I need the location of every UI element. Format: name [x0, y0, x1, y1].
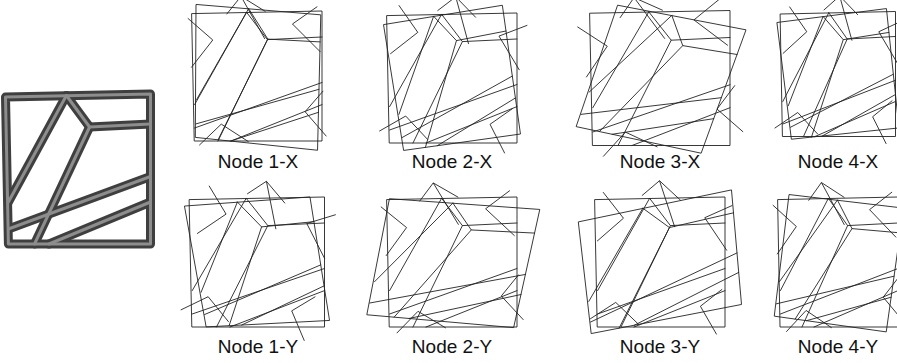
- figure-label: Node 1-X: [218, 151, 298, 173]
- figure-label: Node 1-Y: [218, 336, 298, 358]
- figure-label: Node 2-Y: [412, 336, 492, 358]
- frame-render: [5, 94, 150, 244]
- mode-shape-wireframes: [178, 0, 897, 341]
- figure-label: Node 2-X: [412, 151, 492, 173]
- figure-label: Node 3-X: [620, 151, 700, 173]
- figure-label: Node 4-X: [798, 151, 878, 173]
- figure-label: Node 3-Y: [620, 336, 700, 358]
- figure-label: Node 4-Y: [798, 336, 878, 358]
